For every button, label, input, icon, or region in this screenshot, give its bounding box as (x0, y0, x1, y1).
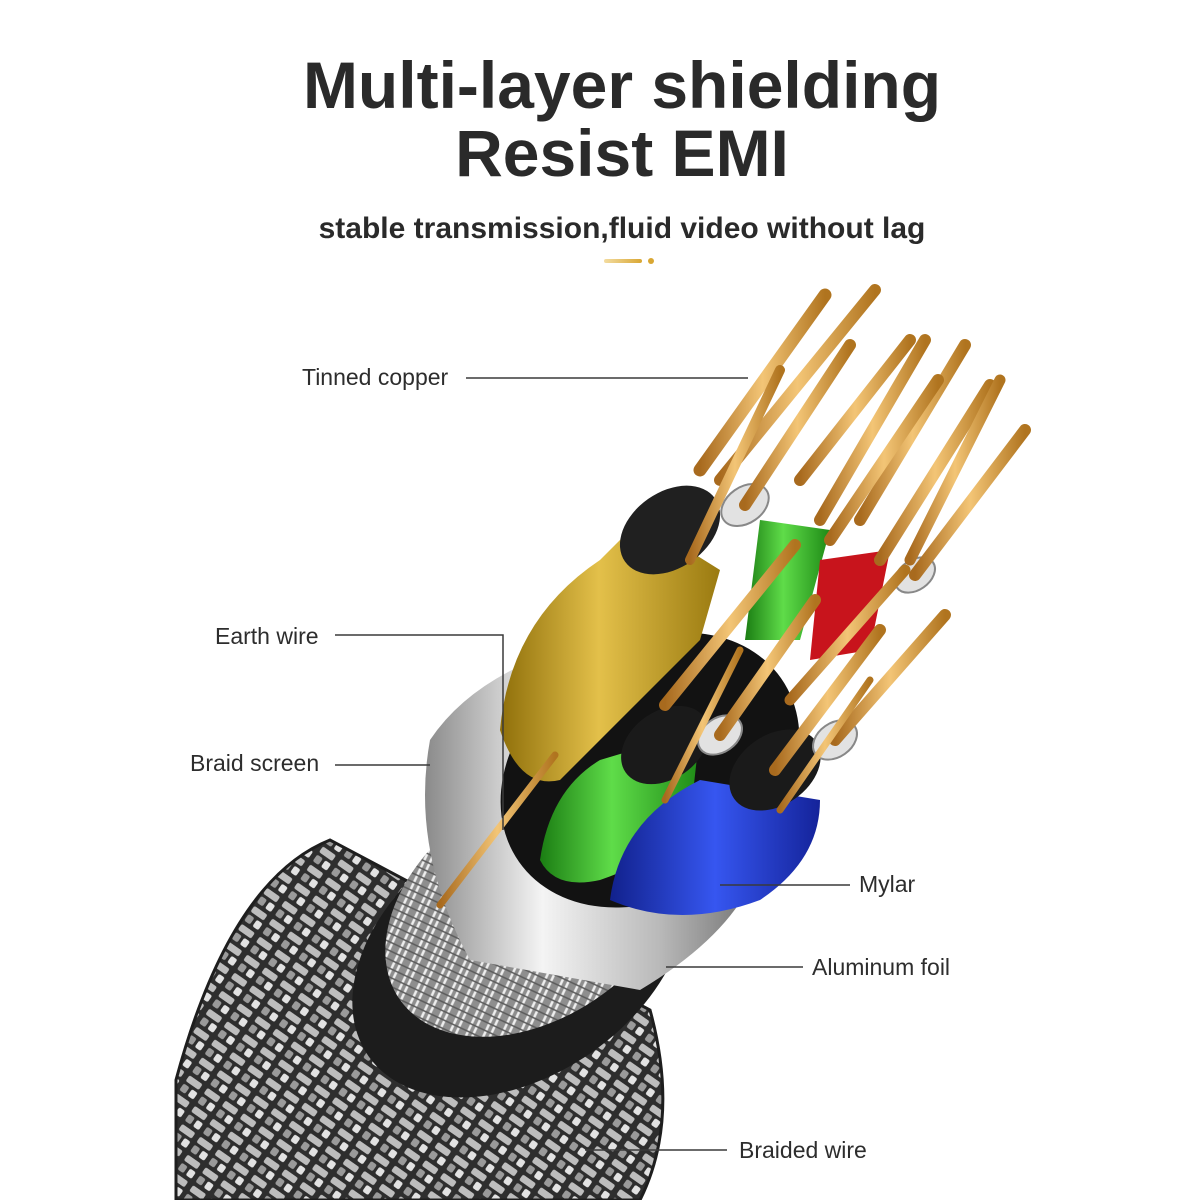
copper-conductors (436, 284, 1031, 909)
callout-lines (335, 377, 850, 1151)
label-aluminum-foil: Aluminum foil (812, 954, 951, 980)
label-earth-wire: Earth wire (215, 623, 319, 649)
green-core (540, 520, 830, 883)
subtitle: stable transmission,fluid video without … (318, 212, 926, 245)
label-braided-wire: Braided wire (739, 1137, 867, 1163)
accent-dot (648, 258, 654, 264)
callout-line-earth-wire (335, 634, 504, 830)
label-braid-screen: Braid screen (190, 750, 320, 776)
label-tinned-copper: Tinned copper (302, 364, 449, 390)
red-core (810, 550, 890, 660)
headline-line-1: Multi-layer shielding (302, 48, 942, 122)
label-mylar: Mylar (859, 871, 916, 897)
accent-line (604, 259, 642, 263)
headline-line-2: Resist EMI (455, 116, 789, 190)
